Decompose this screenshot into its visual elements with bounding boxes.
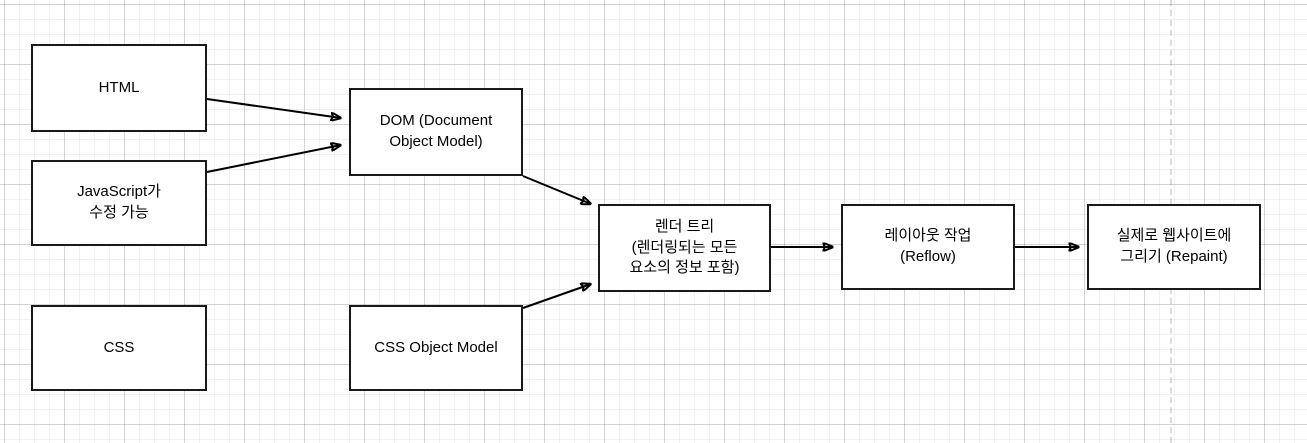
node-javascript[interactable]: JavaScript가 수정 가능 <box>31 160 207 246</box>
edge-javascript-to-dom <box>206 145 341 173</box>
node-reflow[interactable]: 레이아웃 작업 (Reflow) <box>841 204 1015 290</box>
node-html[interactable]: HTML <box>31 44 207 132</box>
node-repaint[interactable]: 실제로 웹사이트에 그리기 (Repaint) <box>1087 204 1261 290</box>
node-dom[interactable]: DOM (Document Object Model) <box>349 88 523 176</box>
edge-html-to-dom <box>206 98 341 118</box>
edge-cssom-to-rendertree <box>522 284 591 309</box>
node-cssom[interactable]: CSS Object Model <box>349 305 523 391</box>
node-render-tree[interactable]: 렌더 트리 (렌더링되는 모든 요소의 정보 포함) <box>598 204 771 292</box>
node-css[interactable]: CSS <box>31 305 207 391</box>
edge-dom-to-rendertree <box>522 175 591 204</box>
